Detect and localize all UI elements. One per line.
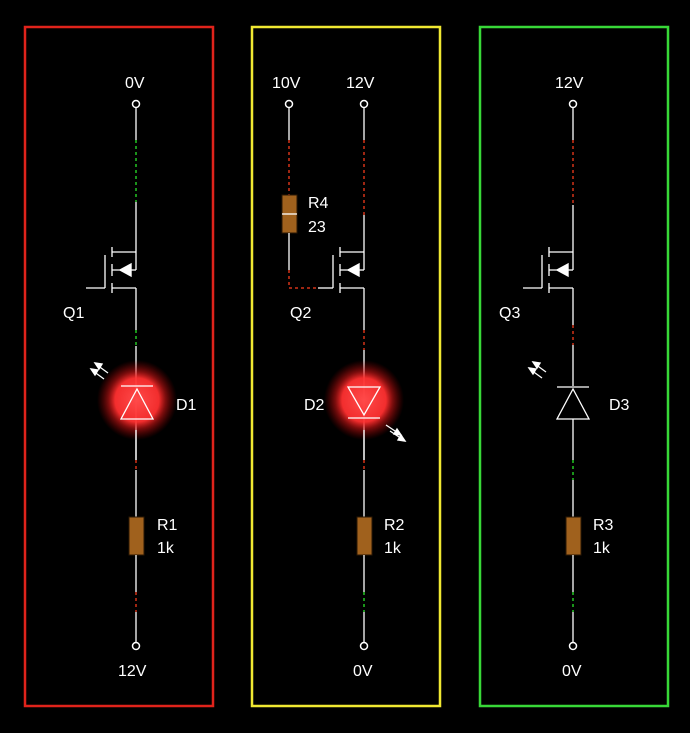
light-emission-icon	[89, 362, 109, 380]
light-emission-icon	[385, 424, 407, 442]
mosfet-symbol[interactable]	[86, 247, 137, 293]
led-symbol[interactable]	[555, 386, 591, 420]
panel-right: 12V Q3	[478, 25, 670, 708]
supply-label-bottom: 0V	[562, 663, 582, 680]
panel-left: 0V Q1	[23, 25, 215, 708]
supply-label-bottom: 12V	[118, 663, 147, 680]
panel-middle: 10V R4 23 12V Q2	[250, 25, 442, 708]
supply-label-gate: 10V	[272, 75, 301, 92]
diode-label: D2	[304, 397, 325, 414]
diode-label: D1	[176, 397, 197, 414]
supply-label-top: 12V	[346, 75, 375, 92]
supply-label-top: 12V	[555, 75, 584, 92]
terminal-top[interactable]	[359, 99, 369, 109]
diode-label: D3	[609, 397, 630, 414]
terminal-bottom[interactable]	[359, 641, 369, 651]
transistor-label: Q2	[290, 305, 311, 322]
mosfet-symbol[interactable]	[523, 247, 574, 293]
resistor-value: 1k	[593, 540, 611, 557]
gate-resistor-name: R4	[308, 195, 329, 212]
mosfet-symbol[interactable]	[330, 247, 365, 293]
resistor-name: R1	[157, 517, 178, 534]
terminal-gate[interactable]	[284, 99, 294, 109]
resistor-body[interactable]	[356, 516, 373, 556]
led-symbol[interactable]	[119, 385, 155, 420]
gate-resistor-value: 23	[308, 219, 326, 236]
panel-frame-middle	[250, 25, 442, 708]
resistor-name: R3	[593, 517, 614, 534]
panel-frame-right	[478, 25, 670, 708]
supply-label-bottom: 0V	[353, 663, 373, 680]
transistor-label: Q3	[499, 305, 520, 322]
resistor-body[interactable]	[128, 516, 145, 556]
panel-frame-left	[23, 25, 215, 708]
supply-label-top: 0V	[125, 75, 145, 92]
terminal-top[interactable]	[131, 99, 141, 109]
resistor-body[interactable]	[565, 516, 582, 556]
light-emission-icon	[527, 361, 547, 379]
led-symbol[interactable]	[346, 386, 382, 419]
terminal-bottom[interactable]	[131, 641, 141, 651]
transistor-label: Q1	[63, 305, 84, 322]
resistor-name: R2	[384, 517, 405, 534]
resistor-value: 1k	[157, 540, 175, 557]
led-glow	[97, 360, 177, 440]
resistor-value: 1k	[384, 540, 402, 557]
led-glow	[324, 360, 404, 440]
terminal-bottom[interactable]	[568, 641, 578, 651]
terminal-top[interactable]	[568, 99, 578, 109]
